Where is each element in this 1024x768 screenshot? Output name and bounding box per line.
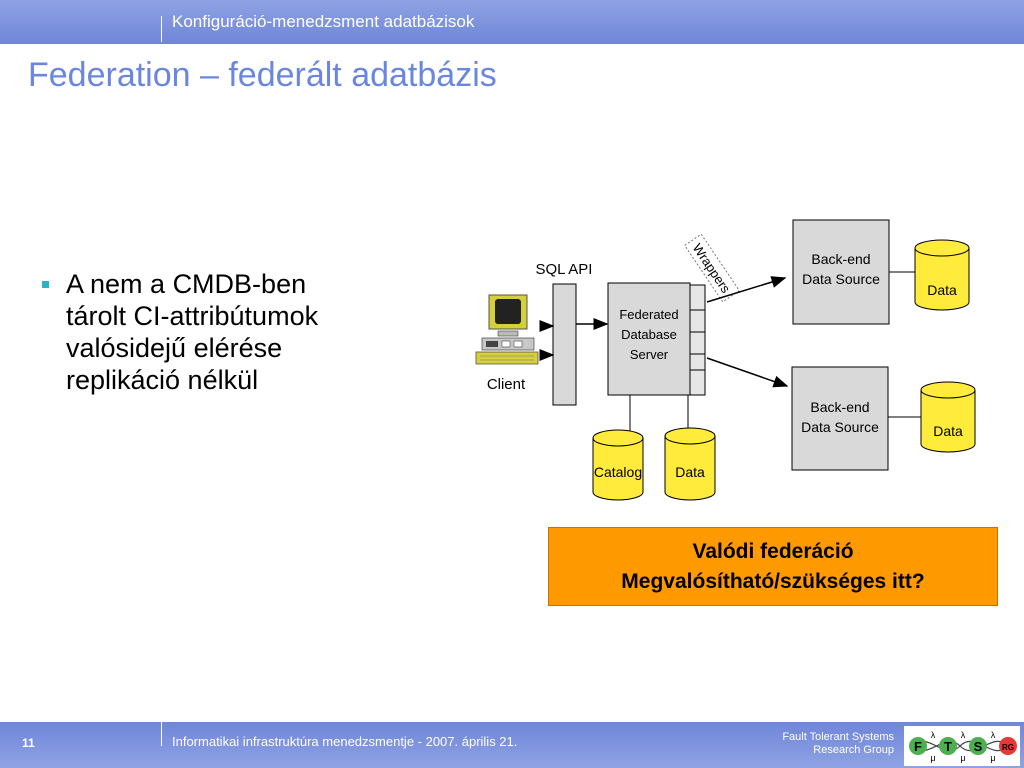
backend-label: Data Source: [802, 271, 880, 287]
bullet-line: tárolt CI-attribútumok: [66, 301, 319, 331]
svg-text:λ: λ: [991, 730, 996, 740]
header-text: Konfiguráció-menedzsment adatbázisok: [172, 12, 475, 31]
svg-text:μ: μ: [990, 753, 995, 763]
callout-box: Valódi federáció Megvalósítható/szüksége…: [548, 527, 998, 606]
page-number: 11: [22, 736, 35, 750]
slide-title: Federation – federált adatbázis: [28, 56, 497, 94]
backend-label: Data Source: [801, 419, 879, 435]
backend-data-source-2: Back-end Data Source: [791, 366, 889, 471]
ftsrg-logo: F T S RG λ μ λ μ λ μ: [904, 726, 1020, 766]
svg-text:μ: μ: [960, 753, 965, 763]
svg-text:λ: λ: [931, 730, 936, 740]
footer-divider: [161, 722, 162, 746]
client-label: Client: [487, 376, 526, 393]
svg-text:RG: RG: [1002, 743, 1014, 752]
backend-data-source-1: Back-end Data Source: [792, 219, 890, 325]
catalog-database: Catalog: [592, 429, 644, 501]
org-line: Fault Tolerant Systems: [782, 731, 894, 743]
callout-line-2: Megvalósítható/szükséges itt?: [621, 569, 925, 593]
bullet-line: replikáció nélkül: [66, 365, 259, 395]
callout-line-1: Valódi federáció: [692, 539, 854, 563]
sql-api-bar: [552, 283, 577, 406]
local-data-database: Data: [664, 427, 716, 501]
svg-text:F: F: [914, 739, 922, 754]
backend-data-database-2: Data: [920, 381, 976, 453]
catalog-label: Catalog: [594, 464, 642, 480]
backend-data-database-1: Data: [914, 239, 970, 311]
server-label: Database: [621, 327, 677, 342]
backend-label: Back-end: [811, 251, 870, 267]
org-name: Fault Tolerant Systems Research Group: [782, 731, 894, 757]
federation-diagram: Client SQL API Federated Database Server…: [475, 219, 976, 501]
client-computer-icon: [475, 294, 539, 365]
svg-text:μ: μ: [930, 753, 935, 763]
backend-data-label: Data: [933, 423, 963, 439]
svg-text:T: T: [944, 739, 952, 754]
org-line: Research Group: [813, 744, 894, 756]
bullet-line: A nem a CMDB-ben: [66, 269, 307, 299]
footer-text: Informatikai infrastruktúra menedzsmentj…: [172, 734, 518, 749]
svg-text:S: S: [974, 739, 983, 754]
header-divider: [161, 16, 162, 42]
sql-api-label: SQL API: [536, 261, 593, 278]
backend-label: Back-end: [810, 399, 869, 415]
backend-data-label: Data: [927, 282, 957, 298]
server-label: Federated: [619, 307, 678, 322]
bullet-text: A nem a CMDB-ben tárolt CI-attribútumok …: [66, 268, 406, 396]
svg-text:λ: λ: [961, 730, 966, 740]
server-label: Server: [630, 347, 669, 362]
local-data-label: Data: [675, 464, 705, 480]
federated-database-server: Federated Database Server: [607, 282, 691, 396]
wrappers-strip: [689, 284, 706, 396]
footer-bar: 11 Informatikai infrastruktúra menedzsme…: [0, 722, 1024, 768]
bullet-line: valósidejű elérése: [66, 333, 283, 363]
bullet-marker: [42, 281, 49, 288]
header-bar: Konfiguráció-menedzsment adatbázisok: [0, 0, 1024, 44]
